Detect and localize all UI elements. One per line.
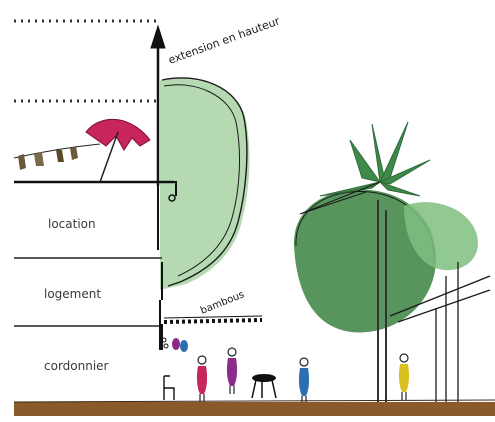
logement-label: logement (44, 287, 101, 301)
figure-purple (226, 347, 238, 394)
location-label: location (48, 217, 96, 231)
bamboo-screen (161, 315, 263, 352)
umbrella-icon (85, 119, 151, 183)
height-arrow (150, 24, 166, 186)
figure-blue (298, 357, 310, 404)
extension-label: extension en hauteur (167, 14, 282, 67)
tree-light (404, 202, 478, 271)
ground (14, 402, 495, 416)
branch-lines (389, 262, 491, 404)
future-floor-lines (14, 19, 158, 103)
people (196, 347, 410, 404)
facade-outline (161, 77, 248, 287)
cordonnier-label: cordonnier (44, 359, 109, 373)
rooftop-terrace (13, 143, 177, 202)
palm-tree (299, 121, 431, 404)
green-facade (160, 78, 250, 290)
table-icon (251, 374, 277, 399)
floor-slabs (14, 257, 162, 327)
bamboo-label: bambous (199, 289, 246, 317)
building-edge (157, 186, 163, 350)
chair-icon (163, 375, 175, 400)
figure-red (196, 355, 208, 402)
figure-yellow (398, 353, 410, 400)
